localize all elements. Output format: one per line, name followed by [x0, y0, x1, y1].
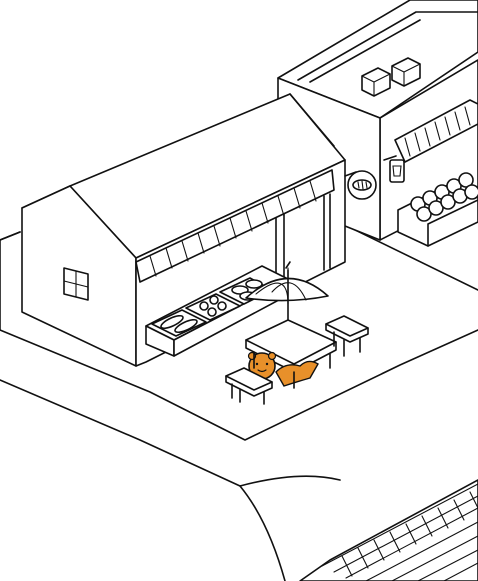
umbrella: [245, 261, 329, 339]
left-bench: [225, 367, 273, 405]
street-outline: [0, 224, 478, 581]
bakery-building: [21, 93, 377, 367]
bakery-window: [63, 267, 89, 301]
patio-table-set: [225, 261, 369, 405]
orange-dog: [247, 351, 319, 387]
cup-sign-icon: [383, 155, 405, 183]
bread-sign-icon: [344, 170, 377, 200]
foreground-roof: [299, 479, 478, 581]
bakery-awning: [135, 169, 335, 283]
produce-crate: [410, 172, 478, 222]
right-bench: [325, 315, 369, 357]
